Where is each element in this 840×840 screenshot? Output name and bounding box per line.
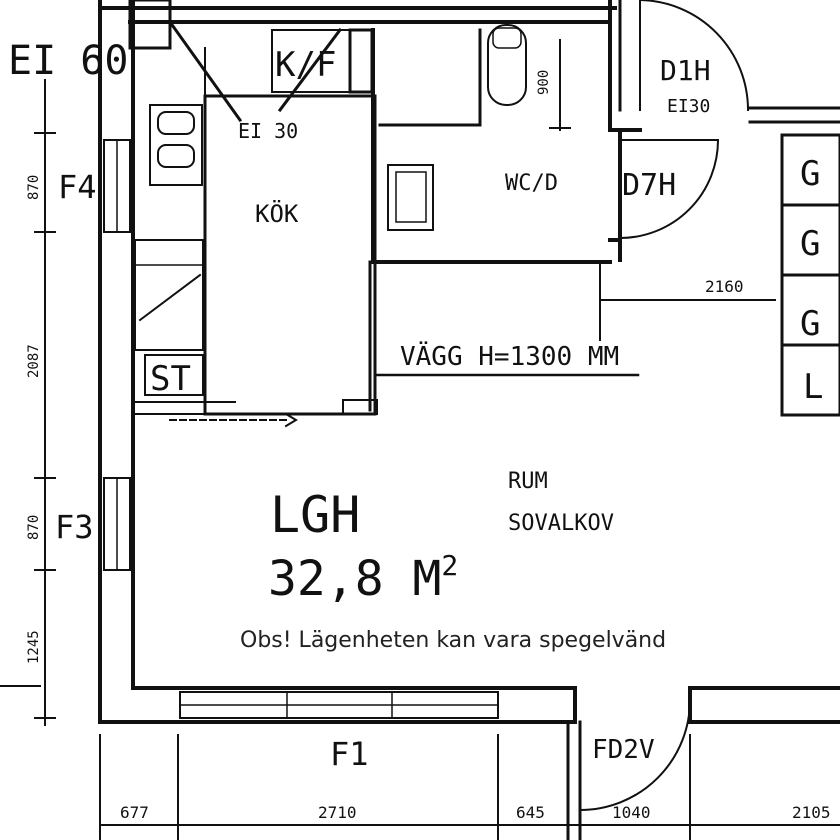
label-kok: KÖK (255, 199, 299, 228)
label-storage-g3: G (800, 304, 820, 344)
label-ei30: EI 30 (238, 119, 298, 143)
dim-1040: 1040 (612, 803, 651, 822)
label-sovalkov: SOVALKOV (508, 511, 614, 536)
dim-870-mid: 870 (26, 515, 42, 540)
label-d1h: D1H (660, 54, 711, 87)
label-f3: F3 (55, 508, 94, 546)
dim-645: 645 (516, 803, 545, 822)
label-f1: F1 (330, 735, 369, 773)
dim-1245: 1245 (26, 630, 42, 664)
label-storage-l: L (803, 367, 823, 407)
label-wall-height: VÄGG H=1300 MM (400, 340, 619, 372)
dim-870-top: 870 (26, 175, 42, 200)
dim-2160: 2160 (705, 277, 744, 296)
label-storage-g1: G (800, 154, 820, 194)
label-rum: RUM (508, 469, 548, 494)
dim-2105: 2105 (792, 803, 831, 822)
label-d7h: D7H (622, 168, 676, 203)
dim-900: 900 (536, 70, 552, 95)
dim-677: 677 (120, 803, 149, 822)
label-kf: K/F (275, 45, 336, 85)
label-area: 32,8 M2 (268, 549, 458, 607)
label-fd2v: FD2V (592, 735, 655, 765)
label-fire-rating: EI 60 (8, 38, 128, 84)
label-f4: F4 (58, 168, 97, 206)
label-ei30-door: EI30 (667, 96, 710, 117)
label-storage-g2: G (800, 224, 820, 264)
mirror-notice: Obs! Lägenheten kan vara spegelvänd (240, 628, 667, 653)
dim-2087: 2087 (26, 344, 42, 378)
label-wcd: WC/D (505, 171, 558, 196)
dim-2710: 2710 (318, 803, 357, 822)
label-lgh: LGH (270, 486, 360, 544)
label-st: ST (150, 359, 191, 399)
